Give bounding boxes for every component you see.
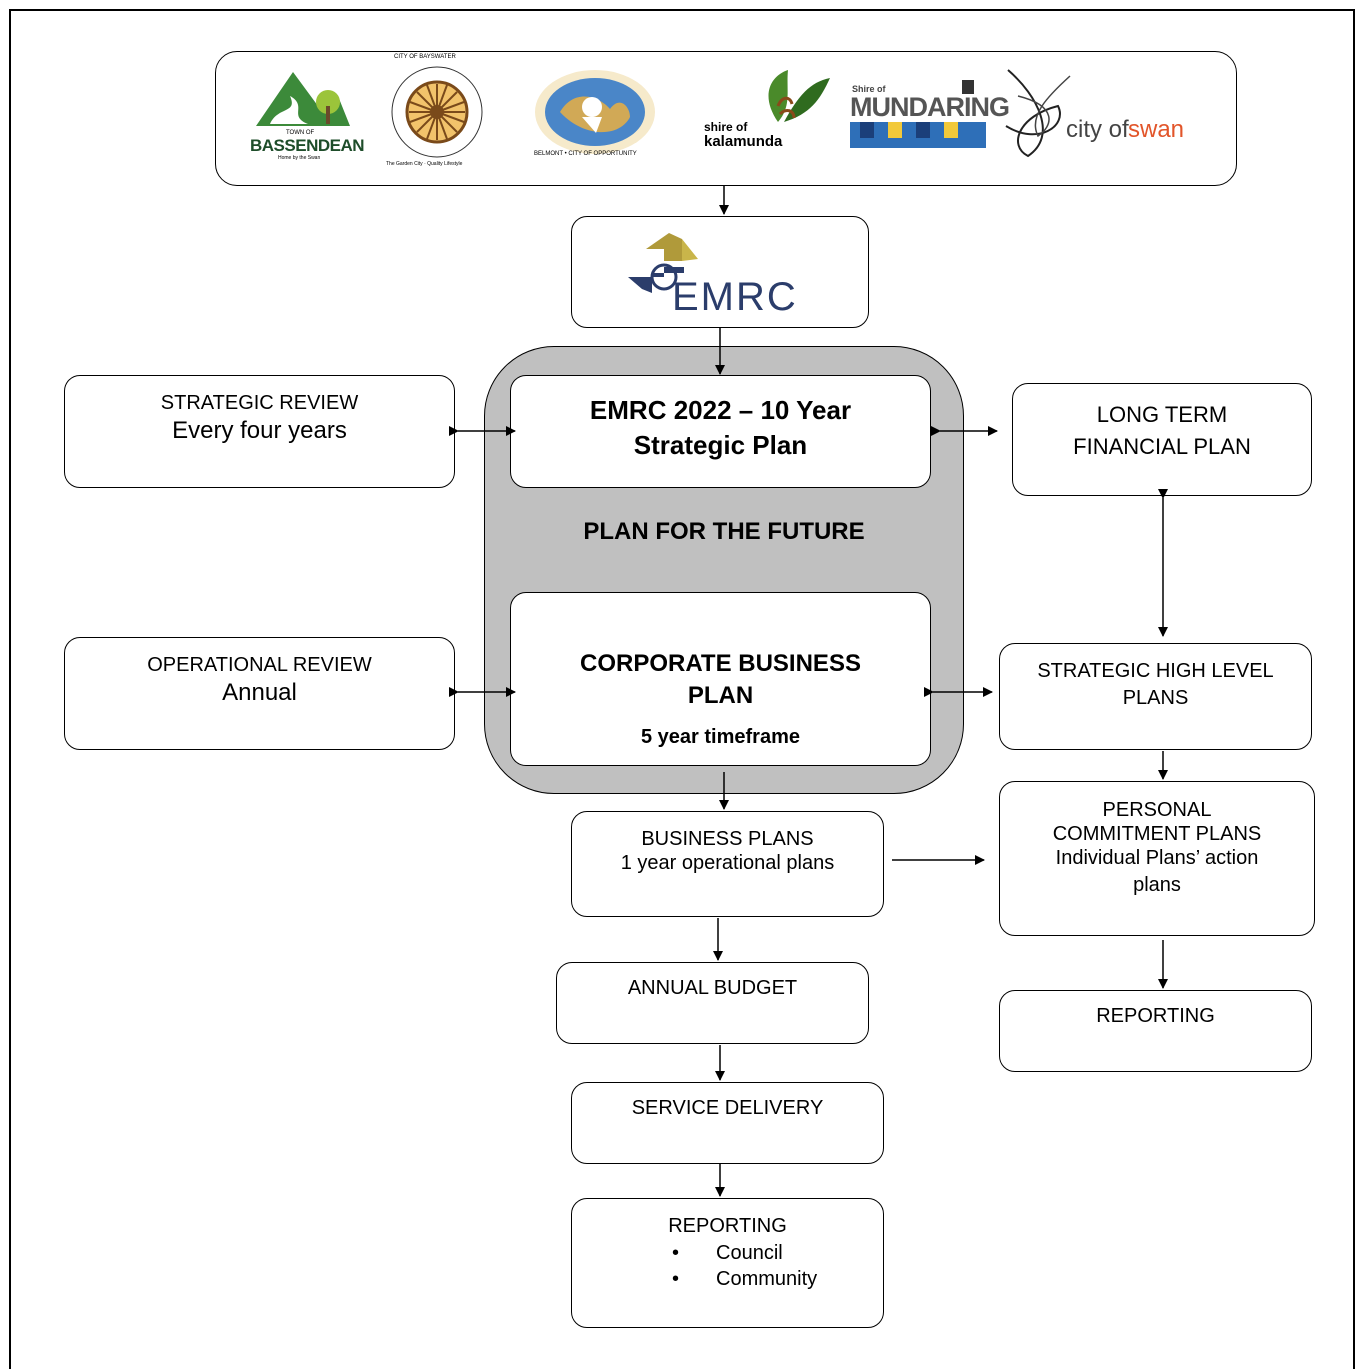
long-term-financial-plan-box: LONG TERM FINANCIAL PLAN <box>1012 383 1312 496</box>
belmont-ring-text: BELMONT • CITY OF OPPORTUNITY <box>534 151 637 157</box>
personal-line1: PERSONAL <box>1102 799 1212 821</box>
reporting-bottom-list: •Council •Community <box>672 1240 883 1292</box>
personal-line2: COMMITMENT PLANS <box>1052 823 1262 845</box>
service-delivery-label: SERVICE DELIVERY <box>631 1097 824 1119</box>
mundaring-small: Shire of <box>852 84 886 94</box>
long-term-line1: LONG TERM <box>1096 402 1228 427</box>
belmont-logo: BELMONT • CITY OF OPPORTUNITY <box>530 67 660 167</box>
kalamunda-line2: kalamunda <box>704 133 783 150</box>
long-term-line2: FINANCIAL PLAN <box>1073 434 1251 459</box>
operational-review-box: OPERATIONAL REVIEW Annual <box>64 637 455 750</box>
business-plans-line1: BUSINESS PLANS <box>641 828 814 850</box>
swan-prefix: city of <box>1066 116 1136 143</box>
strategic-high-level-plans-box: STRATEGIC HIGH LEVEL PLANS <box>999 643 1312 750</box>
list-item: •Community <box>672 1268 818 1290</box>
plan-for-future-label: PLAN FOR THE FUTURE <box>583 518 865 545</box>
bayswater-logo: CITY OF BAYSWATER The Garden City · Qual… <box>386 54 484 167</box>
bullet-icon: • <box>672 1242 680 1264</box>
corporate-line2: PLAN <box>687 682 754 709</box>
corporate-sub: 5 year timeframe <box>641 726 800 748</box>
strategic-plan-line1: EMRC 2022 – 10 Year <box>589 395 852 425</box>
business-plans-box: BUSINESS PLANS 1 year operational plans <box>571 811 884 917</box>
high-level-line2: PLANS <box>1122 687 1189 709</box>
kalamunda-line1: shire of <box>704 120 748 134</box>
reporting-bottom-box: REPORTING •Council •Community <box>571 1198 884 1328</box>
annual-budget-label: ANNUAL BUDGET <box>627 977 798 999</box>
bassendean-small-top: TOWN OF <box>286 130 315 136</box>
corporate-business-plan-box: CORPORATE BUSINESS PLAN 5 year timeframe <box>510 592 931 766</box>
strategic-plan-box: EMRC 2022 – 10 Year Strategic Plan <box>510 375 931 488</box>
member-councils-box <box>215 51 1237 186</box>
reporting-bottom-title: REPORTING <box>668 1215 787 1237</box>
high-level-line1: STRATEGIC HIGH LEVEL <box>1037 660 1274 682</box>
bassendean-small-bottom: Home by the Swan <box>278 155 321 161</box>
kalamunda-logo: shire of kalamunda <box>700 66 840 156</box>
bayswater-ring-top: CITY OF BAYSWATER <box>394 54 456 60</box>
emrc-logo-box: EMRC <box>571 216 869 328</box>
mundaring-name: MUNDARING <box>850 92 1010 122</box>
bassendean-logo: TOWN OF BASSENDEAN Home by the Swan <box>248 66 365 166</box>
strategic-review-box: STRATEGIC REVIEW Every four years <box>64 375 455 488</box>
annual-budget-box: ANNUAL BUDGET <box>556 962 869 1044</box>
bassendean-label: BASSENDEAN <box>250 136 365 155</box>
personal-line3: Individual Plans’ action <box>1055 847 1259 869</box>
business-plans-line2: 1 year operational plans <box>620 852 835 874</box>
operational-review-line1: OPERATIONAL REVIEW <box>147 654 372 676</box>
bullet-icon: • <box>672 1268 680 1290</box>
corporate-line1: CORPORATE BUSINESS <box>580 650 861 677</box>
bayswater-ring-bottom: The Garden City · Quality Lifestyle <box>386 161 463 167</box>
swan-logo: city of swan <box>998 66 1198 166</box>
swan-name: swan <box>1128 116 1185 143</box>
personal-line4: plans <box>1133 874 1181 896</box>
personal-commitment-plans-box: PERSONAL COMMITMENT PLANS Individual Pla… <box>999 781 1315 936</box>
strategic-review-line1: STRATEGIC REVIEW <box>160 392 359 414</box>
emrc-logo-mark <box>628 233 698 293</box>
page-frame <box>9 9 1355 1369</box>
operational-review-line2: Annual <box>222 679 297 706</box>
reporting-right-label: REPORTING <box>1096 1005 1215 1027</box>
reporting-right-box: REPORTING <box>999 990 1312 1072</box>
strategic-review-line2: Every four years <box>172 417 347 444</box>
service-delivery-box: SERVICE DELIVERY <box>571 1082 884 1164</box>
list-item: •Council <box>672 1242 783 1264</box>
strategic-plan-line2: Strategic Plan <box>633 430 808 460</box>
emrc-name: EMRC <box>672 275 798 319</box>
mundaring-logo: Shire of MUNDARING <box>850 78 1010 150</box>
